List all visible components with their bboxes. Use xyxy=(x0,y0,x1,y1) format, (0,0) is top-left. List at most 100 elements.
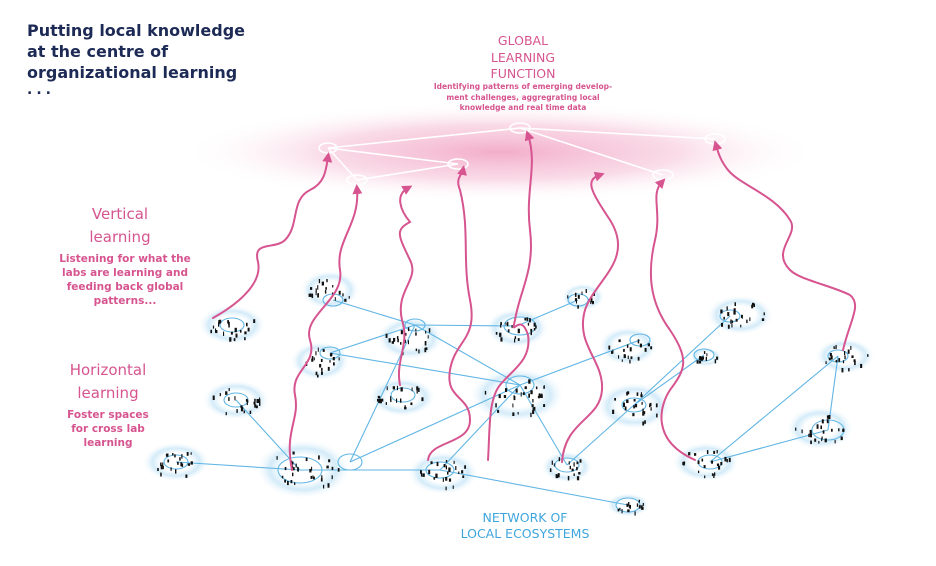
person-mark xyxy=(495,403,497,408)
person-mark xyxy=(305,457,308,462)
person-mark xyxy=(212,325,215,329)
swirl-arrow xyxy=(712,140,857,351)
person-mark xyxy=(333,362,335,366)
person-mark xyxy=(535,386,538,390)
person-mark xyxy=(319,364,322,368)
local-hub xyxy=(505,375,535,395)
person-mark xyxy=(831,428,833,432)
person-mark xyxy=(530,412,532,418)
person-mark xyxy=(590,300,592,304)
person-mark xyxy=(627,344,629,348)
person-mark xyxy=(317,347,319,352)
person-mark xyxy=(705,356,707,361)
person-mark xyxy=(243,410,245,414)
person-mark xyxy=(835,359,838,363)
person-mark xyxy=(386,386,388,391)
person-mark xyxy=(174,454,176,458)
global-desc-line: ment challenges, aggregrating local xyxy=(446,92,600,102)
person-mark xyxy=(452,485,454,489)
person-mark xyxy=(749,317,751,322)
person-mark xyxy=(505,388,508,392)
person-mark xyxy=(834,439,836,444)
person-mark xyxy=(530,328,533,332)
person-mark xyxy=(455,466,457,470)
person-mark xyxy=(236,409,238,413)
person-mark xyxy=(628,502,630,506)
person-mark xyxy=(699,356,702,361)
person-mark xyxy=(627,509,630,513)
person-mark xyxy=(642,503,644,506)
person-mark xyxy=(331,466,334,470)
local-hub xyxy=(404,318,426,332)
person-mark xyxy=(385,402,387,405)
person-mark xyxy=(701,458,704,462)
person-mark xyxy=(716,356,719,360)
person-mark xyxy=(310,475,312,479)
person-mark xyxy=(809,433,812,438)
person-mark xyxy=(380,398,382,404)
person-mark xyxy=(422,473,425,477)
vertical-desc-line: feeding back global xyxy=(66,281,184,293)
swirl-arrow xyxy=(487,130,535,461)
person-mark xyxy=(310,287,313,290)
person-mark xyxy=(400,342,402,345)
person-mark xyxy=(720,309,723,314)
person-mark xyxy=(218,322,220,327)
ecosystem-glow xyxy=(198,305,266,345)
ecosystem-glow xyxy=(672,442,740,482)
person-mark xyxy=(390,398,392,403)
person-mark xyxy=(706,450,709,454)
person-mark xyxy=(751,304,754,309)
person-mark xyxy=(309,468,312,473)
person-mark xyxy=(415,328,417,332)
person-mark xyxy=(611,351,614,354)
person-mark xyxy=(447,471,449,475)
person-mark xyxy=(640,392,642,396)
person-mark xyxy=(731,323,733,328)
title-line: organizational learning xyxy=(27,63,238,82)
person-mark xyxy=(638,505,641,509)
person-mark xyxy=(240,405,243,408)
person-mark xyxy=(795,427,797,431)
person-mark xyxy=(245,398,248,402)
horizontal-learning-description: Foster spaces for cross lab learning xyxy=(48,408,168,450)
person-mark xyxy=(723,316,725,320)
person-mark xyxy=(727,324,730,329)
person-mark xyxy=(713,450,716,454)
person-mark xyxy=(854,360,856,366)
person-mark xyxy=(421,397,424,402)
person-mark xyxy=(190,452,192,455)
person-mark xyxy=(311,358,314,362)
person-mark xyxy=(727,312,730,317)
person-mark xyxy=(315,351,317,356)
person-mark xyxy=(464,465,466,469)
person-mark xyxy=(415,348,418,352)
ecosystem-glow xyxy=(541,451,593,483)
person-mark xyxy=(835,345,837,350)
person-mark xyxy=(626,503,629,507)
person-mark xyxy=(433,477,436,480)
person-mark xyxy=(850,345,852,350)
person-mark xyxy=(210,329,212,334)
person-mark xyxy=(644,411,646,415)
person-mark xyxy=(445,465,447,470)
person-mark xyxy=(632,413,635,417)
person-mark xyxy=(530,330,532,336)
person-mark xyxy=(416,389,418,394)
person-mark xyxy=(435,473,438,478)
person-mark xyxy=(530,390,533,395)
person-mark xyxy=(818,440,820,444)
person-mark xyxy=(630,356,633,360)
person-mark xyxy=(254,404,257,408)
person-mark xyxy=(821,438,823,442)
person-mark xyxy=(844,355,846,360)
person-mark xyxy=(644,420,646,424)
person-mark xyxy=(385,333,388,338)
person-mark xyxy=(425,330,427,334)
person-mark xyxy=(404,332,407,336)
person-mark xyxy=(641,401,643,405)
person-mark xyxy=(259,397,261,402)
person-mark xyxy=(326,465,329,469)
person-mark xyxy=(445,460,448,463)
person-mark xyxy=(713,473,715,478)
